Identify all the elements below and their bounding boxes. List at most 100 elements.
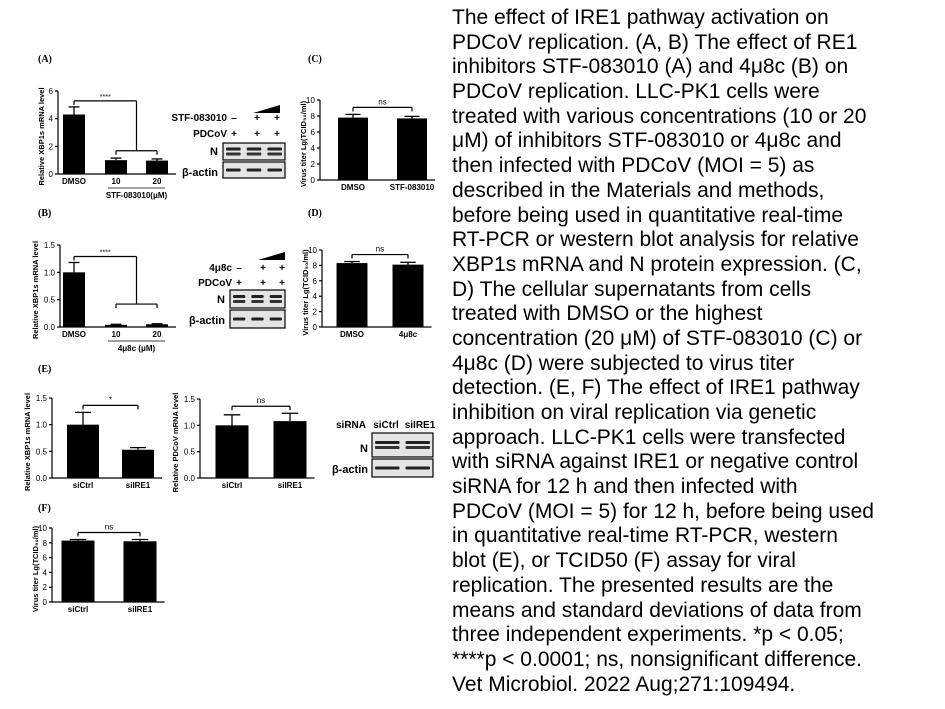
y-axis-label: Relative XBP1s mRNA level	[37, 87, 46, 185]
x-tick-label: DMSO	[341, 183, 365, 192]
bar	[397, 118, 427, 180]
blot-row-label: PDCoV	[198, 278, 232, 289]
caption-line: The effect of IRE1 pathway activation on	[452, 6, 829, 29]
blot-row-label: STF-083010	[171, 113, 227, 124]
n-protein-band	[251, 295, 264, 298]
y-tick-label: 1.5	[44, 241, 56, 250]
y-axis-label: Virus titer Lg(TCID₅₀/ml)	[301, 249, 310, 336]
bar	[123, 541, 157, 602]
bar	[146, 324, 168, 327]
panel-label: (B)	[38, 208, 51, 219]
caption-line: treated with various concentrations (10 …	[452, 104, 867, 128]
caption-line: described in the Materials and methods,	[452, 178, 825, 202]
y-tick-label: 10	[306, 96, 315, 105]
n-protein-band	[251, 300, 264, 303]
beta-actin-band	[246, 168, 262, 172]
caption-line: concentration (20 μM) of STF-083010 (C) …	[452, 326, 863, 350]
y-tick-label: 4	[313, 292, 318, 301]
caption-line: inhibition on viral replication via gene…	[452, 401, 817, 424]
bar	[215, 425, 249, 478]
n-protein-band	[226, 152, 241, 156]
treatment-sign: +	[231, 129, 237, 140]
y-tick-label: 0	[49, 170, 54, 179]
significance-label: ns	[378, 97, 386, 106]
beta-actin-band	[251, 317, 264, 321]
y-axis-label: Virus titer Lg(TCID₅₀/ml)	[31, 525, 40, 612]
significance-label: ns	[257, 396, 265, 405]
beta-actin-label: β-actin	[189, 315, 225, 327]
caption-line: PDCoV replication. (A, B) The effect of …	[452, 30, 858, 54]
n-protein-band	[375, 446, 400, 449]
y-tick-label: 6	[311, 128, 316, 137]
y-tick-label: 8	[311, 112, 316, 121]
caption-line: 4μ8c (D) were subjected to virus titer	[452, 351, 795, 375]
caption-line: ****p < 0.0001; ns, nonsignificant diffe…	[452, 647, 862, 671]
y-tick-label: 6	[313, 277, 318, 286]
y-tick-label: 2	[49, 142, 54, 151]
caption-line: treated with DMSO or the highest	[452, 302, 763, 326]
significance-label: ns	[376, 245, 384, 254]
y-tick-label: 0.5	[184, 448, 196, 457]
n-protein-band	[375, 441, 400, 444]
significance-label: ****	[100, 249, 111, 256]
treatment-sign: siIRE1	[405, 420, 436, 431]
bar	[392, 264, 424, 327]
treatment-sign: +	[260, 278, 266, 289]
x-tick-label: DMSO	[340, 330, 364, 339]
beta-actin-band	[375, 466, 400, 470]
caption-line: three independent experiments. *p < 0.05…	[452, 623, 844, 647]
panel-label: (E)	[38, 364, 51, 375]
caption-line: D) The cellular supernatants from cells	[452, 277, 812, 301]
treatment-sign: –	[236, 263, 242, 274]
n-protein-band	[269, 295, 282, 298]
y-tick-label: 2	[311, 160, 316, 169]
treatment-sign: –	[231, 113, 237, 124]
caption-line: μM) of inhibitors STF-083010 or 4μ8c and	[452, 129, 842, 153]
y-tick-label: 1.0	[44, 268, 56, 277]
treatment-sign: +	[279, 278, 285, 289]
caption-line: detection. (E, F) The effect of IRE1 pat…	[452, 376, 860, 400]
n-protein-label: N	[210, 146, 218, 158]
caption-line: with siRNA against IRE1 or negative cont…	[452, 450, 859, 474]
beta-actin-label: β-actin	[332, 464, 368, 476]
n-protein-band	[233, 295, 246, 298]
figure-caption: The effect of IRE1 pathway activation on…	[452, 6, 942, 697]
caption-line: approach. LLC-PK1 cells were transfected	[452, 425, 846, 449]
y-axis-label: Relative XBP1s mRNA level	[31, 241, 40, 339]
y-tick-label: 4	[311, 144, 316, 153]
y-tick-label: 0.0	[36, 474, 48, 483]
blot-membrane	[371, 458, 434, 478]
n-protein-band	[233, 300, 246, 303]
bar	[146, 160, 168, 174]
bar	[336, 263, 368, 327]
y-tick-label: 4	[49, 115, 54, 124]
treatment-sign: +	[254, 129, 260, 140]
y-tick-label: 4	[43, 568, 48, 577]
n-protein-band	[246, 152, 262, 156]
concentration-gradient-icon	[253, 105, 280, 113]
x-tick-label: siIRE1	[126, 481, 151, 490]
y-tick-label: 0	[313, 323, 318, 332]
y-tick-label: 8	[313, 261, 318, 270]
bar	[105, 160, 127, 174]
y-tick-label: 10	[308, 246, 317, 255]
x-tick-label: 4μ8c	[399, 330, 418, 339]
blot-membrane	[371, 432, 434, 458]
n-protein-label: N	[360, 443, 368, 455]
y-tick-label: 0.5	[44, 296, 56, 305]
x-tick-label: 20	[153, 177, 162, 186]
bar	[61, 540, 95, 602]
treatment-sign: siCtrl	[373, 420, 399, 431]
x-tick-label: siIRE1	[278, 481, 303, 490]
significance-label: ns	[105, 522, 113, 531]
n-protein-band	[226, 147, 241, 151]
x-tick-label: DMSO	[62, 177, 86, 186]
x-tick-label: 10	[112, 330, 121, 339]
n-protein-band	[246, 147, 262, 151]
y-tick-label: 2	[43, 583, 48, 592]
y-tick-label: 0	[43, 598, 48, 607]
caption-line: in quantitative real-time RT-PCR, wester…	[452, 524, 838, 548]
panel-label: (D)	[308, 208, 322, 219]
beta-actin-label: β-actin	[182, 167, 218, 179]
x-tick-label: siCtrl	[222, 481, 242, 490]
